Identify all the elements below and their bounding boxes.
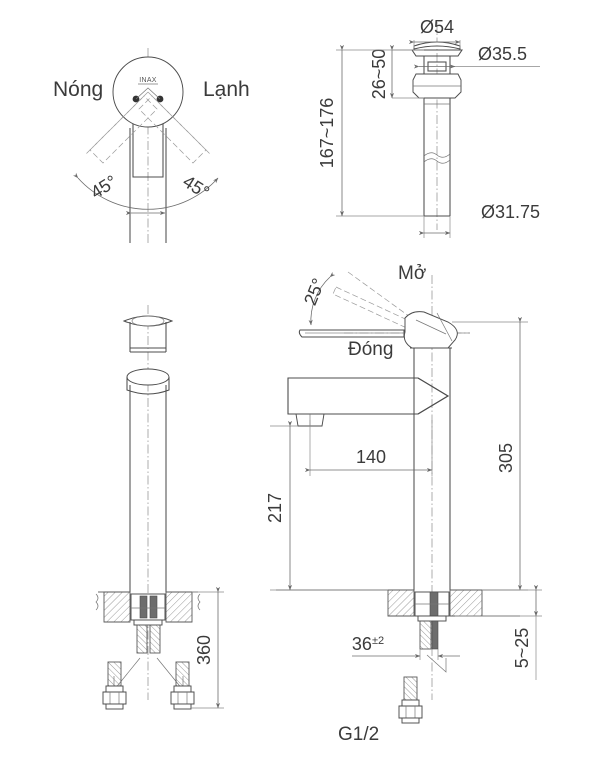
drain-cap <box>413 41 461 50</box>
plan-swing-arc <box>72 172 219 210</box>
body-threaded-shanks <box>136 624 161 654</box>
dim-deck-thickness-group: 36±2 <box>352 634 460 660</box>
dim-thread-range: 26~50 <box>369 49 389 100</box>
body-top-rim <box>122 315 174 327</box>
faucet-countertop-section <box>276 589 520 617</box>
label-open: Mở <box>398 263 426 284</box>
drain-break-symbol <box>423 152 451 164</box>
dim-body-height: 360 <box>194 635 214 665</box>
dim-deck-thickness: 36±2 <box>352 634 384 654</box>
plan-lever-cold-position <box>138 91 211 164</box>
view-body-elevation: 360 <box>95 305 224 710</box>
label-thread-size: G1/2 <box>338 724 379 745</box>
dim-spout-reach: 140 <box>356 447 386 467</box>
hose-connector-left <box>102 661 127 710</box>
svg-text:INAX: INAX <box>139 77 157 84</box>
faucet-spout <box>287 377 450 427</box>
dim-cap-diameter-group: Ø54 <box>408 17 461 48</box>
dim-drain-length: 167~176 <box>317 98 337 169</box>
dim-deck-range-group: 5~25 <box>455 584 542 680</box>
view-faucet-elevation: 25° Mở Đóng <box>265 263 542 745</box>
faucet-hose-leader <box>426 654 447 673</box>
drain-cap-flange <box>411 49 463 57</box>
dim-body-diameter-group: Ø35.5 <box>455 44 540 67</box>
dim-body-height-group: 360 <box>191 586 224 709</box>
plan-lever-hot-position <box>85 91 158 164</box>
dim-angle-right: 45° <box>179 171 213 202</box>
dim-tailpiece-diameter: Ø31.75 <box>481 202 540 222</box>
dim-spout-reach-group: 140 <box>304 420 433 476</box>
dim-drain-length-group: 167~176 <box>317 44 424 217</box>
dim-faucet-height: 305 <box>496 443 516 473</box>
drain-tailpiece <box>423 98 451 216</box>
dim-tailpiece-diameter-group: Ø31.75 <box>418 202 540 238</box>
view-top-plan: INAX Nóng Lạnh 45° 45° <box>53 48 250 243</box>
brand-logo-icon: INAX <box>138 77 158 85</box>
dim-cap-diameter: Ø54 <box>420 17 454 37</box>
body-countertop-section <box>95 591 201 623</box>
dim-faucet-height-group: 305 <box>452 316 528 591</box>
body-long-tube <box>129 385 167 592</box>
faucet-head <box>403 311 458 349</box>
faucet-hose-connector <box>398 676 423 724</box>
label-cold: Lạnh <box>203 78 250 101</box>
plan-body-column <box>129 128 167 243</box>
dim-lever-angle: 25° <box>300 275 329 308</box>
faucet-mounting-hardware <box>414 591 450 650</box>
dim-angle-left: 45° <box>87 171 121 202</box>
dim-spout-height: 217 <box>265 493 285 523</box>
label-hot: Nóng <box>53 78 103 101</box>
dim-spout-height-group: 217 <box>265 420 388 591</box>
dim-body-diameter: Ø35.5 <box>478 44 527 64</box>
hose-connector-right <box>170 661 195 710</box>
body-upper-tube <box>129 322 167 352</box>
label-closed: Đóng <box>348 339 393 360</box>
plan-vee-guide <box>135 87 161 100</box>
body-mounting-hardware <box>130 593 166 626</box>
body-collar <box>126 368 170 395</box>
dim-deck-range: 5~25 <box>512 628 532 669</box>
view-drain-assembly: Ø54 Ø35.5 26~50 167~176 Ø31.75 <box>317 17 540 238</box>
